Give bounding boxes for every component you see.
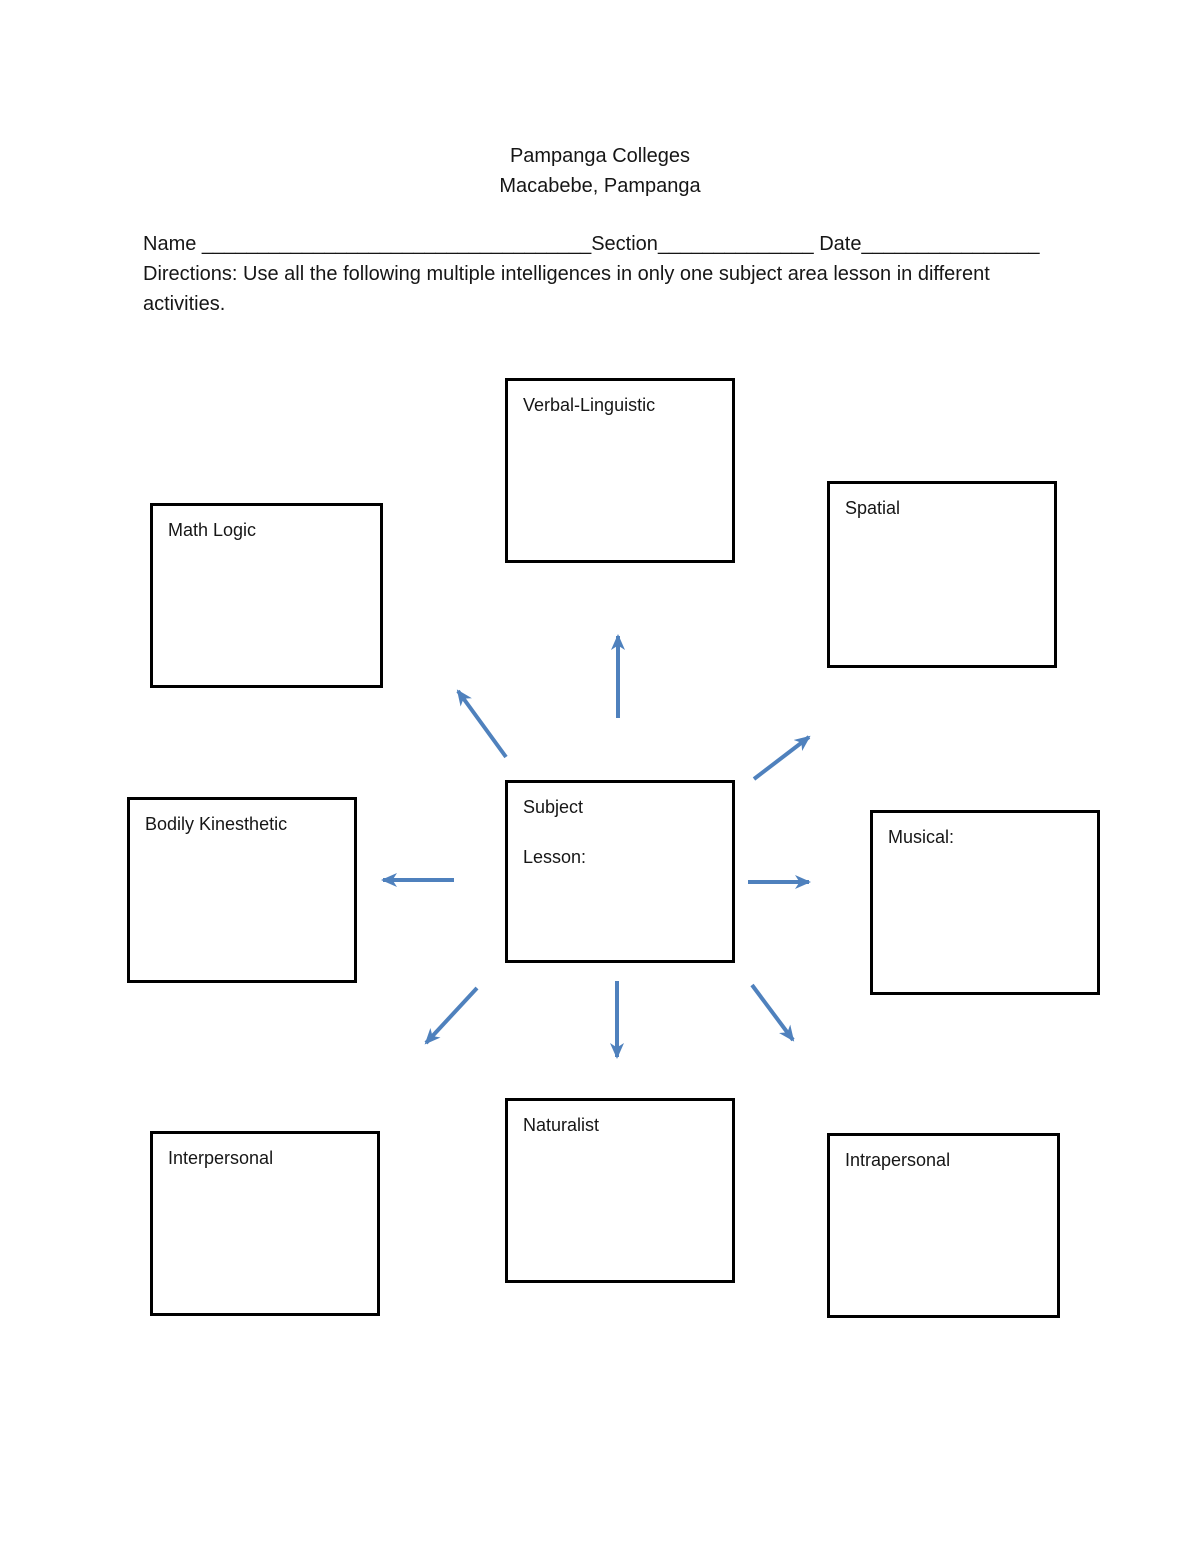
- section-label: Section: [591, 233, 658, 255]
- box-subject-lesson: Subject Lesson:: [505, 780, 735, 963]
- box-naturalist: Naturalist: [505, 1098, 735, 1283]
- box-intrapersonal: Intrapersonal: [827, 1133, 1060, 1318]
- box-label: Musical:: [888, 827, 955, 847]
- box-math-logic: Math Logic: [150, 503, 383, 688]
- date-blank-line: ________________: [861, 233, 1040, 255]
- arrow-down-left-icon: [424, 986, 479, 1045]
- school-name: Pampanga Colleges: [509, 145, 691, 167]
- box-verbal-linguistic: Verbal-Linguistic: [505, 378, 735, 563]
- box-label: Interpersonal: [168, 1148, 274, 1168]
- box-label: Bodily Kinesthetic: [145, 814, 288, 834]
- section-blank-line: ______________: [657, 233, 814, 255]
- name-blank-line: ___________________________________: [201, 233, 592, 255]
- box-musical: Musical:: [870, 810, 1100, 995]
- name-label: Name: [143, 233, 202, 255]
- subject-label: Subject: [523, 797, 584, 817]
- box-label: Naturalist: [523, 1115, 600, 1135]
- box-interpersonal: Interpersonal: [150, 1131, 380, 1316]
- arrow-down-right-icon: [750, 983, 795, 1042]
- box-label: Spatial: [845, 498, 901, 518]
- lesson-label: Lesson:: [523, 847, 587, 867]
- box-spatial: Spatial: [827, 481, 1057, 668]
- box-bodily-kinesthetic: Bodily Kinesthetic: [127, 797, 357, 983]
- arrow-up-left-icon: [456, 689, 508, 759]
- document-header: Pampanga Colleges Macabebe, Pampanga: [0, 141, 1200, 201]
- directions-text: Directions: Use all the following multip…: [143, 263, 990, 315]
- arrow-up-right-icon: [752, 735, 811, 781]
- student-info-line: Name ___________________________________…: [143, 229, 1073, 259]
- box-label: Intrapersonal: [845, 1150, 951, 1170]
- school-address: Macabebe, Pampanga: [499, 175, 701, 197]
- box-label: Verbal-Linguistic: [523, 395, 656, 415]
- date-label: Date: [813, 233, 862, 255]
- box-label: Math Logic: [168, 520, 257, 540]
